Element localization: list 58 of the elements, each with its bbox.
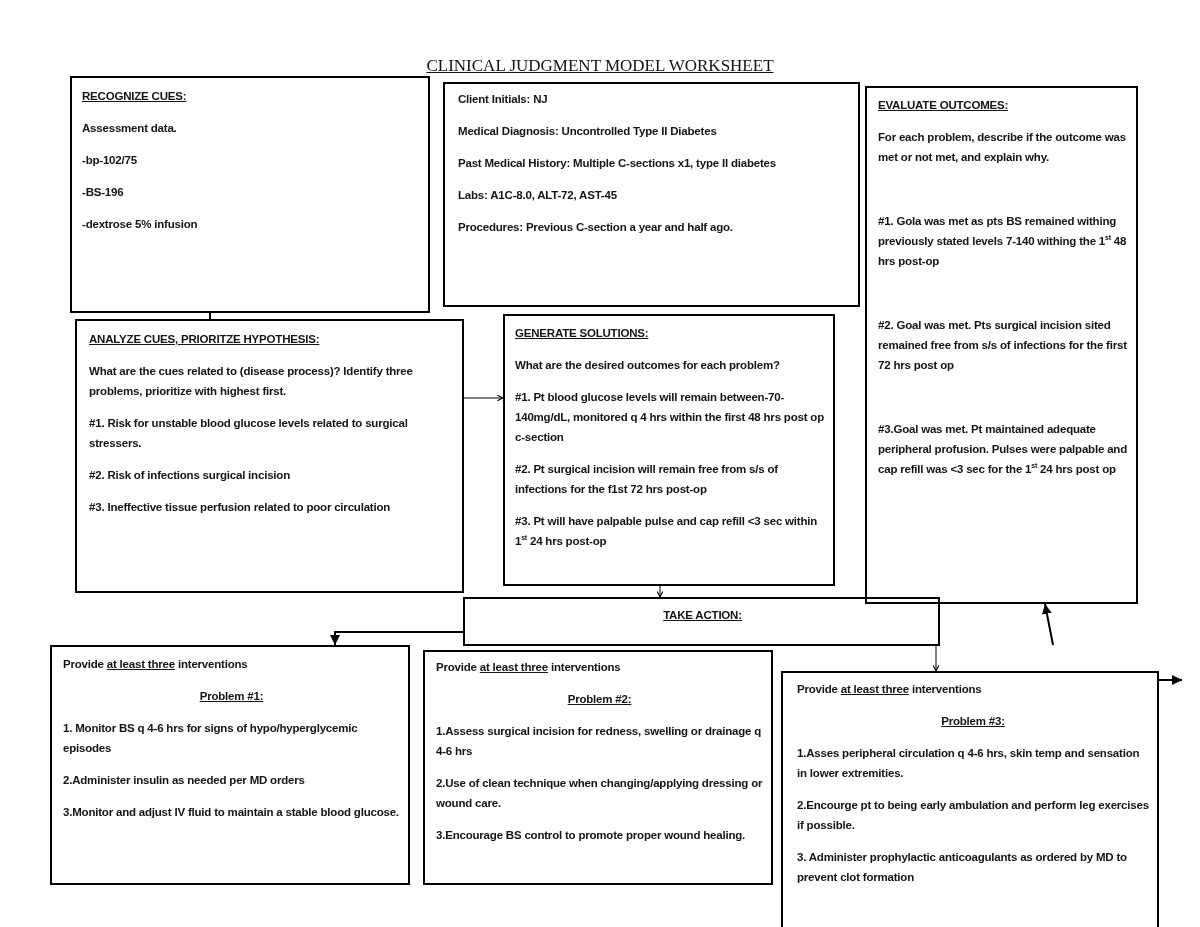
body-text: Provide at least three interventions: [436, 660, 621, 675]
body-text: 3.Encourage BS control to promote proper wound healing.: [436, 828, 746, 843]
body-text: #1. Risk for unstable blood glucose levels related to surgical stressers.: [89, 416, 409, 451]
worksheet-box: [50, 645, 410, 885]
body-text: 2.Encourge pt to being early ambulation and perform leg exercises if possible.: [797, 798, 1149, 833]
body-text: #1. Gola was met as pts BS remained withing previously stated levels 7-140 withing the 1$^{st}$ 48 hrs post-op: [878, 214, 1128, 269]
body-text: Past Medical History: Multiple C-sections x1, type II diabetes: [458, 156, 776, 171]
body-text: -dextrose 5% infusion: [82, 217, 198, 232]
body-text: Medical Diagnosis: Uncontrolled Type II Diabetes: [458, 124, 717, 139]
connector-line: [209, 312, 211, 320]
arrow: [463, 394, 504, 402]
worksheet-box: [865, 86, 1138, 604]
body-text: 3.Monitor and adjust IV fluid to maintain a stable blood glucose.: [63, 805, 399, 820]
body-text: #3.Goal was met. Pt maintained adequate peripheral profusion. Pulses were palpable and cap refill was <3 sec for the 1$^{st}$ 24 hrs post op: [878, 422, 1128, 477]
body-text: -bp-102/75: [82, 153, 137, 168]
body-text: What are the cues related to (disease process)? Identify three problems, prioritize with highest first.: [89, 364, 414, 399]
worksheet-box: [423, 650, 773, 885]
body-text: 2.Use of clean technique when changing/applying dressing or wound care.: [436, 776, 763, 811]
body-text: 1.Asses peripheral circulation q 4-6 hrs, skin temp and sensation in lower extremities.: [797, 746, 1141, 781]
section-heading: RECOGNIZE CUES:: [82, 89, 187, 104]
problem-heading: Problem #3:: [941, 714, 1005, 729]
worksheet-box: [503, 314, 835, 586]
body-text: Labs: A1C-8.0, ALT-72, AST-45: [458, 188, 617, 203]
section-heading: ANALYZE CUES, PRIORITZE HYPOTHESIS:: [89, 332, 320, 347]
body-text: Client Initials: NJ: [458, 92, 548, 107]
body-text: 1. Monitor BS q 4-6 hrs for signs of hypo/hyperglycemic episodes: [63, 721, 359, 756]
body-text: 3. Administer prophylactic anticoagulants as ordered by MD to prevent clot formation: [797, 850, 1128, 885]
body-text: What are the desired outcomes for each problem?: [515, 358, 780, 373]
body-text: #2. Goal was met. Pts surgical incision sited remained free from s/s of infections for the first 72 hrs post op: [878, 318, 1128, 373]
body-text: Provide at least three interventions: [63, 657, 248, 672]
body-text: #3. Ineffective tissue perfusion related to poor circulation: [89, 500, 391, 515]
body-text: Procedures: Previous C-section a year and half ago.: [458, 220, 733, 235]
body-text: #2. Risk of infections surgical incision: [89, 468, 290, 483]
arrow: [656, 585, 664, 598]
body-text: -BS-196: [82, 185, 124, 200]
arrow: [932, 645, 940, 672]
worksheet-box: [443, 82, 860, 307]
problem-heading: Problem #1:: [199, 689, 264, 704]
body-text: Provide at least three interventions: [797, 682, 982, 697]
arrow: [330, 631, 464, 646]
problem-heading: Problem #2:: [567, 692, 632, 707]
worksheet-box: [463, 597, 940, 646]
worksheet-box: [75, 319, 464, 593]
worksheet-box: [70, 76, 430, 313]
body-text: Assessment data.: [82, 121, 177, 136]
section-heading: GENERATE SOLUTIONS:: [515, 326, 649, 341]
arrow: [1158, 675, 1183, 685]
arrow: [1042, 603, 1054, 646]
body-text: #1. Pt blood glucose levels will remain between-70-140mg/dL, monitored q 4 hrs within the first 48 hrs post op c-section: [515, 390, 825, 445]
body-text: 1.Assess surgical incision for redness, swelling or drainage q 4-6 hrs: [436, 724, 763, 759]
section-heading: TAKE ACTION:: [663, 608, 742, 623]
worksheet-title: CLINICAL JUDGMENT MODEL WORKSHEET: [426, 56, 774, 76]
worksheet-box: [781, 671, 1159, 927]
body-text: #3. Pt will have palpable pulse and cap refill <3 sec within 1$^{st}$ 24 hrs post-op: [515, 514, 819, 549]
body-text: For each problem, describe if the outcome was met or not met, and explain why.: [878, 130, 1127, 165]
section-heading: EVALUATE OUTCOMES:: [878, 98, 1009, 113]
body-text: #2. Pt surgical incision will remain free from s/s of infections for the f1st 72 hrs post-op: [515, 462, 779, 497]
body-text: 2.Administer insulin as needed per MD orders: [63, 773, 305, 788]
